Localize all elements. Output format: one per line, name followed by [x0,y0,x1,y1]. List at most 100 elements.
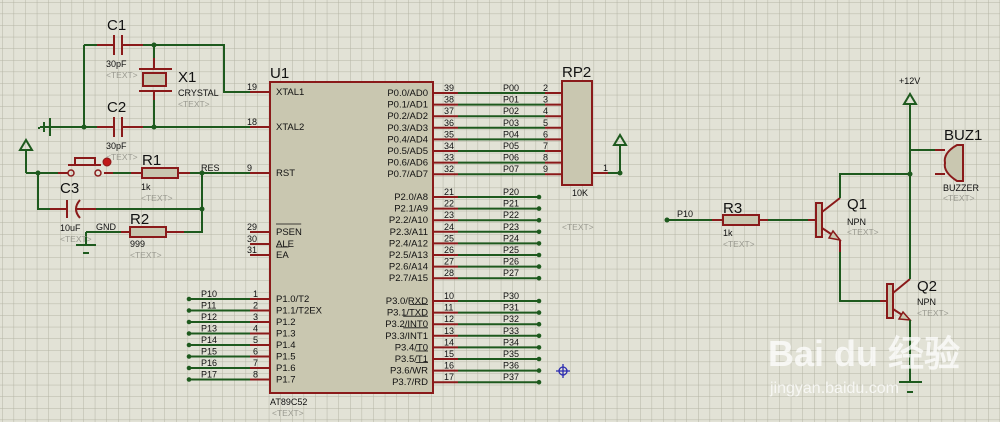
transistor-q2[interactable]: Q2 NPN <TEXT> [880,278,949,321]
pin-name: P1.5 [276,352,296,363]
resistor-r3[interactable]: R3 1k <TEXT> [712,200,768,249]
rp2-pin-number: 9 [543,164,548,174]
pin-name: P1.2 [276,317,296,328]
c1-value: 30pF [106,59,127,69]
rp2-value: 10K [572,188,588,198]
pin-number: 16 [444,361,454,371]
resistor-pack-rp2[interactable]: RP2 10K <TEXT> 1 [561,64,628,232]
rp2-pin-number: 8 [543,153,548,163]
net-label: P27 [503,268,519,278]
crystal-x1[interactable]: X1 CRYSTAL <TEXT> [139,58,219,109]
reset-pushbutton[interactable] [58,157,113,177]
net-label: P31 [503,303,519,313]
buz1-value: BUZZER [943,183,980,193]
net-label: P16 [201,358,217,368]
pin-name: P3.2/INT0 [385,319,428,330]
resistor-r1[interactable]: R1 1k <TEXT> [131,152,190,203]
net-label: P02 [503,106,519,116]
buzzer-buz1[interactable]: BUZ1 BUZZER <TEXT> [935,127,982,203]
rp2-ref: RP2 [562,64,591,81]
c1-text: <TEXT> [106,70,138,80]
pin-number: 9 [247,163,252,173]
r1-value: 1k [141,182,151,192]
pin-number: 18 [247,117,257,127]
transistor-q1[interactable]: Q1 NPN <TEXT> [808,196,879,242]
net-label: P15 [201,347,217,357]
capacitor-c1[interactable]: C1 30pF <TEXT> [97,17,143,80]
resistor-r2[interactable]: R2 999 <TEXT> [121,211,184,260]
rp2-pin-number: 6 [543,129,548,139]
rp2-text: <TEXT> [562,222,594,232]
c3-value: 10uF [60,223,81,233]
pin-number: 1 [253,289,258,299]
net-label: P37 [503,372,519,382]
pin-number: 4 [253,324,258,334]
r1-ref: R1 [142,152,161,169]
pin-number: 3 [253,312,258,322]
pin-number: 5 [253,335,258,345]
pin-number: 34 [444,141,454,151]
capacitor-c3[interactable]: C3 10uF <TEXT> [50,180,96,244]
power-terminal-icon [18,138,34,173]
net-label: P14 [201,335,217,345]
pin-number: 32 [444,164,454,174]
pin-name: P1.7 [276,375,296,386]
net-label: P35 [503,349,519,359]
net-label: P06 [503,153,519,163]
pin-name: P2.7/A15 [389,273,428,284]
rp2-pin-number: 4 [543,106,548,116]
pin-number: 15 [444,349,454,359]
net-label: P04 [503,129,519,139]
pin-number: 25 [444,233,454,243]
capacitor-c2[interactable]: C2 30pF <TEXT> [97,99,143,162]
net-label: P17 [201,370,217,380]
buz1-ref: BUZ1 [944,127,982,144]
pin-name: P2.2/A10 [389,215,428,226]
r1-text: <TEXT> [141,193,173,203]
pin-number: 27 [444,257,454,267]
